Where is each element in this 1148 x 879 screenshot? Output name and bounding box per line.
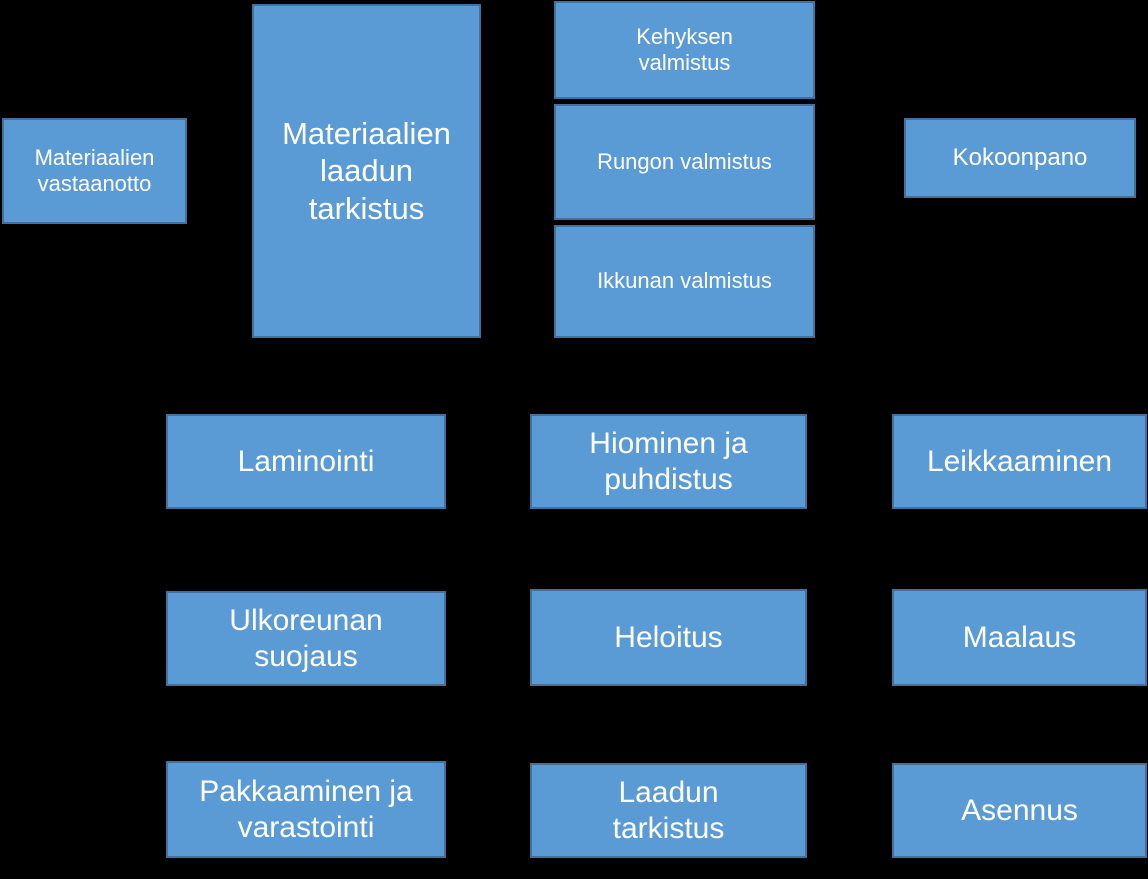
step-heloitus-label: Heloitus — [614, 620, 723, 654]
step-kehyksen-valmistus-label: Kehyksen valmistus — [636, 23, 733, 75]
step-materiaalien-laadun-tarkistus-label: Materiaalien laadun tarkistus — [282, 116, 451, 226]
step-laminointi: Laminointi — [166, 414, 446, 509]
step-maalaus: Maalaus — [892, 589, 1147, 686]
step-heloitus: Heloitus — [530, 589, 807, 686]
step-leikkaaminen-label: Leikkaaminen — [926, 444, 1113, 478]
step-materiaalien-laadun-tarkistus: Materiaalien laadun tarkistus — [252, 4, 481, 338]
step-materiaalien-vastaanotto: Materiaalien vastaanotto — [2, 118, 187, 224]
step-maalaus-label: Maalaus — [962, 620, 1077, 654]
step-materiaalien-vastaanotto-label: Materiaalien vastaanotto — [34, 144, 155, 196]
step-laadun-tarkistus: Laadun tarkistus — [530, 763, 807, 858]
step-laminointi-label: Laminointi — [237, 444, 375, 478]
step-laadun-tarkistus-label: Laadun tarkistus — [612, 775, 725, 845]
step-hiominen-ja-puhdistus-label: Hiominen ja puhdistus — [589, 426, 748, 496]
step-rungon-valmistus-label: Rungon valmistus — [597, 148, 772, 174]
step-kokoonpano-label: Kokoonpano — [952, 143, 1088, 171]
step-ulkoreunan-suojaus: Ulkoreunan suojaus — [166, 591, 446, 686]
step-asennus: Asennus — [892, 763, 1147, 858]
step-rungon-valmistus: Rungon valmistus — [554, 104, 815, 220]
step-ikkunan-valmistus-label: Ikkunan valmistus — [597, 268, 772, 294]
step-ulkoreunan-suojaus-label: Ulkoreunan suojaus — [229, 603, 383, 673]
step-hiominen-ja-puhdistus: Hiominen ja puhdistus — [530, 414, 807, 509]
step-asennus-label: Asennus — [961, 793, 1078, 827]
step-pakkaaminen-ja-varastointi-label: Pakkaaminen ja varastointi — [199, 774, 413, 844]
step-leikkaaminen: Leikkaaminen — [892, 414, 1147, 509]
step-ikkunan-valmistus: Ikkunan valmistus — [554, 225, 815, 338]
step-pakkaaminen-ja-varastointi: Pakkaaminen ja varastointi — [166, 761, 446, 858]
step-kokoonpano: Kokoonpano — [904, 118, 1136, 198]
step-kehyksen-valmistus: Kehyksen valmistus — [554, 1, 815, 99]
